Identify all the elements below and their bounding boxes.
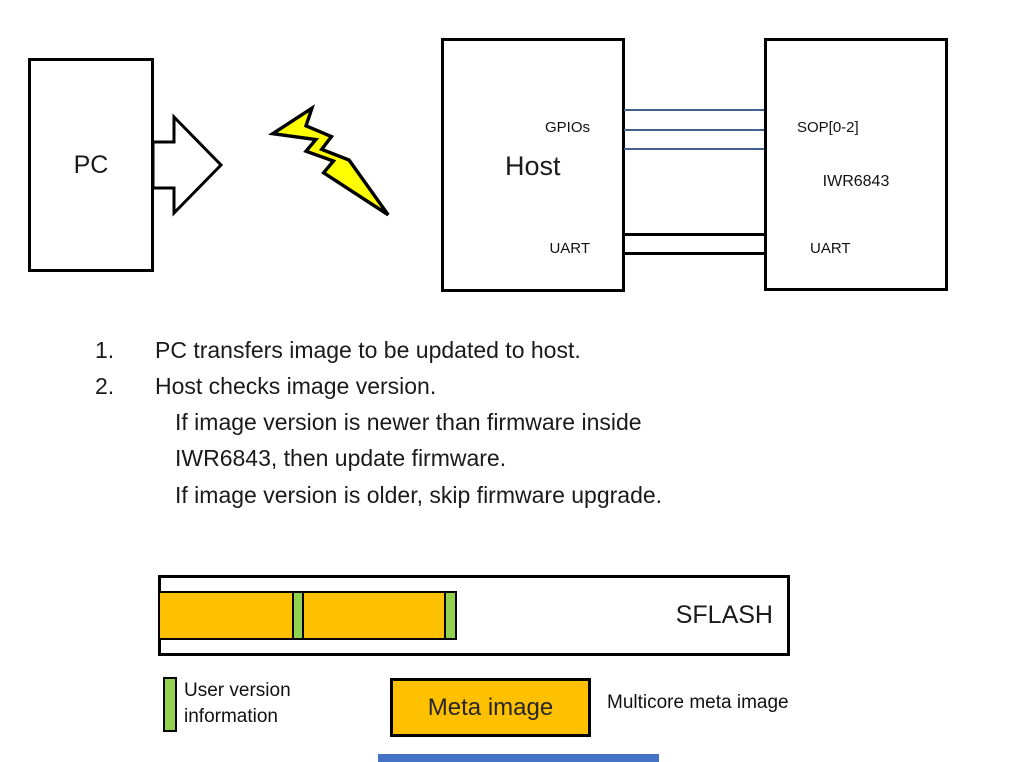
gpio-line-3 (624, 148, 764, 150)
iwr6843-box (764, 38, 948, 291)
uart-line-2 (624, 252, 764, 255)
sflash-label: SFLASH (675, 601, 773, 629)
iwr-uart-label: UART (810, 240, 851, 257)
step-detail-2: IWR6843, then update firmware. (175, 445, 507, 471)
iwr-label: IWR6843 (822, 173, 890, 190)
iwr-sop-label: SOP[0-2] (797, 119, 859, 136)
meta-image-block-1 (158, 591, 294, 640)
multicore-label: Multicore meta image (607, 692, 789, 713)
host-uart-label: UART (549, 240, 590, 257)
user-version-label-line1: User version (184, 680, 291, 701)
step-detail-1: If image version is newer than firmware … (175, 409, 642, 435)
meta-image-label: Meta image (427, 693, 554, 721)
bottom-blue-bar (378, 754, 659, 762)
user-version-label-line2: information (184, 706, 278, 727)
meta-image-legend-box: Meta image (390, 678, 591, 737)
step-detail-3: If image version is older, skip firmware… (175, 482, 663, 508)
step-2-number: 2. (95, 373, 115, 399)
step-1-text: PC transfers image to be updated to host… (155, 337, 581, 363)
user-version-label: User version information (184, 678, 291, 730)
meta-bar (158, 591, 457, 640)
pc-box: PC (28, 58, 154, 272)
legend-version-strip (163, 677, 177, 732)
gpio-line-1 (624, 109, 764, 111)
host-gpio-label: GPIOs (544, 119, 590, 136)
meta-image-block-2 (302, 591, 446, 640)
step-2-text: Host checks image version. (155, 373, 437, 399)
transfer-arrow-icon (151, 113, 224, 217)
host-box (441, 38, 625, 292)
uart-line-1 (624, 233, 764, 236)
step-1-number: 1. (95, 337, 115, 363)
gpio-line-2 (624, 129, 764, 131)
version-strip-2 (443, 591, 457, 640)
lightning-bolt-icon (263, 104, 395, 222)
host-label: Host (505, 151, 561, 181)
pc-label: PC (73, 150, 109, 179)
